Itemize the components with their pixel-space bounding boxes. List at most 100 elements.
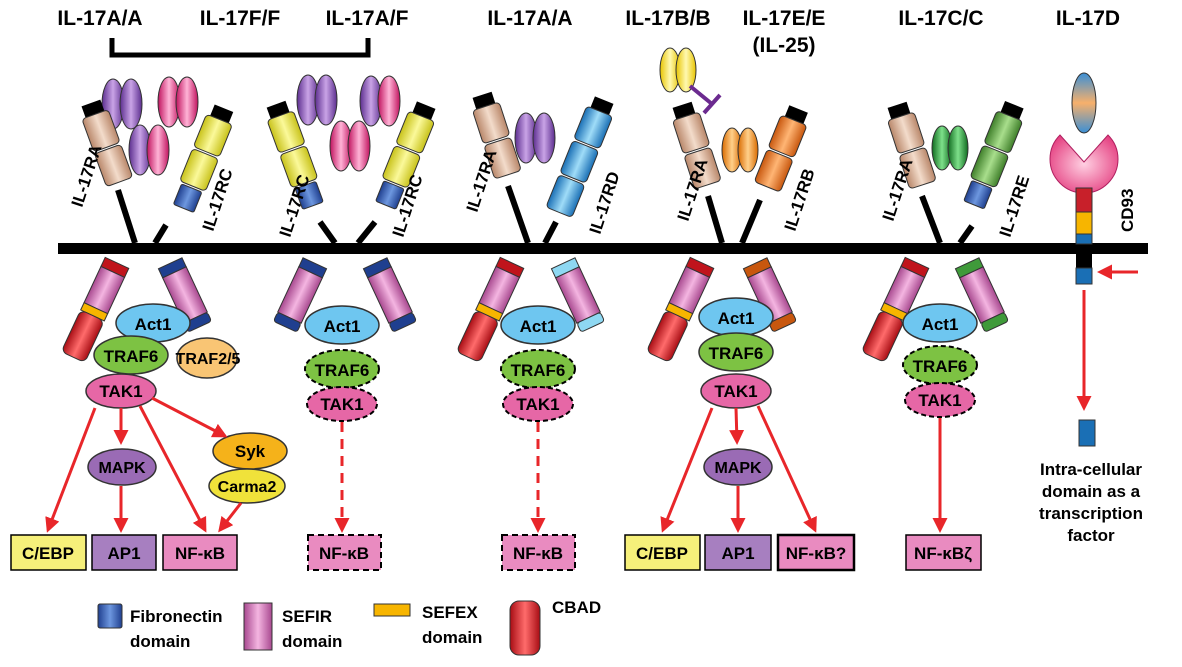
act1-label: Act1 (135, 315, 172, 334)
receptor-label-il17ra-3: IL-17RA (674, 156, 712, 223)
legend-fibronectin-swatch (97, 603, 123, 629)
output-cebp-1-label: C/EBP (22, 544, 74, 563)
complex-ra-re: IL-17RA IL-17RE (879, 100, 1034, 245)
syk-label: Syk (235, 442, 266, 461)
receptor-label-cd93: CD93 (1118, 189, 1137, 232)
label-il17bb: IL-17B/B (625, 7, 710, 30)
complex-ra-rd: IL-17RA IL-17RD (463, 91, 624, 245)
legend-fibronectin-line-2: domain (130, 632, 190, 651)
mapk-label-4: MAPK (714, 460, 762, 477)
legend-sefex-line-2: domain (422, 628, 482, 647)
cd93-note-line-1: Intra-cellular (1040, 460, 1142, 479)
label-il17ee: IL-17E/E (743, 7, 826, 30)
output-ap1-2 (704, 534, 772, 571)
label-il17aa-2: IL-17A/A (487, 7, 572, 30)
tak1-node-5 (904, 382, 976, 418)
act1-node-2 (304, 305, 380, 345)
mapk-node-4 (703, 448, 773, 486)
legend-sefex-line-1: SEFEX (422, 603, 478, 622)
cd93-receptor: CD93 Intra-cellular domain as a transcri… (1039, 72, 1143, 545)
inhibition-mark (688, 84, 722, 115)
output-nfkb-3 (501, 534, 576, 571)
pathway-2: Act1 TRAF6 TAK1 NF-κB (304, 305, 382, 571)
pathway-3: Act1 TRAF6 TAK1 NF-κB (500, 305, 576, 571)
complex-ra-rb: IL-17RA IL-17RB (659, 47, 819, 245)
output-nfkbz (905, 534, 982, 571)
traf25-node (176, 337, 238, 379)
output-nfkb-3-label: NF-κB (513, 544, 563, 563)
mapk-label: MAPK (98, 460, 146, 477)
pathway-5: Act1 TRAF6 TAK1 NF-κBζ (902, 303, 982, 571)
legend-fibronectin-line-1: Fibronectin (130, 607, 223, 626)
label-il17d: IL-17D (1056, 7, 1120, 30)
label-il17ff: IL-17F/F (200, 7, 281, 30)
legend-sefex-swatch (373, 603, 411, 617)
act1-label-4: Act1 (718, 309, 755, 328)
receptor-label-il17rd: IL-17RD (586, 169, 624, 236)
complex-rc-rc: IL-17RC IL-17RC (266, 74, 436, 245)
output-nfkb-1-label: NF-κB (175, 544, 225, 563)
traf6-node-3 (500, 349, 576, 389)
tak1-label-4: TAK1 (714, 382, 757, 401)
label-il17af: IL-17A/F (326, 7, 409, 30)
legend-cbad-swatch (509, 600, 541, 656)
label-il25: (IL-25) (753, 34, 816, 57)
tak1-node-2 (306, 386, 378, 422)
complex-ra-rc: IL-17RA IL-17RC (68, 76, 237, 245)
legend: Fibronectin domain SEFIR domain SEFEX do… (97, 598, 601, 656)
label-il17cc: IL-17C/C (898, 7, 983, 30)
receptor-label-il17ra-4: IL-17RA (879, 156, 917, 223)
tak1-label-2: TAK1 (320, 395, 363, 414)
receptor-label-il17ra-1: IL-17RA (68, 142, 106, 209)
receptor-label-il17ra-2: IL-17RA (463, 147, 501, 214)
tak1-label-5: TAK1 (918, 391, 961, 410)
label-il17aa-1: IL-17A/A (57, 7, 142, 30)
cd93-note-line-3: transcription (1039, 504, 1143, 523)
traf6-label-5: TRAF6 (913, 357, 968, 376)
output-nfkbq (776, 533, 856, 572)
cell-membrane (58, 243, 1148, 254)
output-cebp-2 (624, 534, 701, 571)
output-ap1-1-label: AP1 (107, 544, 140, 563)
traf6-node-4 (698, 332, 774, 372)
receptor-label-il17re: IL-17RE (996, 173, 1034, 239)
carma2-label: Carma2 (218, 479, 277, 496)
act1-label-3: Act1 (520, 317, 557, 336)
traf25-label: TRAF2/5 (176, 351, 241, 368)
output-nfkb-2-label: NF-κB (319, 544, 369, 563)
tak1-label: TAK1 (99, 382, 142, 401)
traf6-label-4: TRAF6 (709, 344, 764, 363)
traf6-label-3: TRAF6 (511, 361, 566, 380)
cd93-note-line-4: factor (1067, 526, 1115, 545)
traf6-label-2: TRAF6 (315, 361, 370, 380)
legend-cbad-label: CBAD (552, 598, 601, 617)
act1-label-5: Act1 (922, 315, 959, 334)
carma2-node (208, 468, 286, 504)
tak1-node-3 (502, 386, 574, 422)
pathway-1: Act1 TRAF6 TRAF2/5 TAK1 MAPK Syk Carma2 … (10, 303, 288, 571)
legend-sefir-swatch (243, 602, 273, 651)
traf6-label: TRAF6 (104, 347, 159, 366)
cd93-note-line-2: domain as a (1042, 482, 1141, 501)
traf6-node-5 (902, 345, 978, 385)
output-ap1-2-label: AP1 (721, 544, 754, 563)
output-nfkbz-label: NF-κBζ (914, 544, 972, 563)
act1-label-2: Act1 (324, 317, 361, 336)
output-cebp-1 (10, 534, 87, 571)
output-cebp-2-label: C/EBP (636, 544, 688, 563)
intracellular-tails (62, 256, 1009, 362)
act1-node-5 (902, 303, 978, 343)
output-nfkb-2 (307, 534, 382, 571)
act1-node-3 (500, 305, 576, 345)
legend-sefir-line-1: SEFIR (282, 607, 332, 626)
output-nfkbq-label: NF-κB? (786, 544, 846, 563)
legend-sefir-line-2: domain (282, 632, 342, 651)
ligand-bracket (109, 38, 371, 58)
output-ap1-1 (91, 534, 157, 571)
tak1-label-3: TAK1 (516, 395, 559, 414)
output-nfkb-1 (162, 534, 238, 571)
pathway-4: Act1 TRAF6 TAK1 MAPK C/EBP AP1 NF-κB? (624, 297, 856, 572)
mapk-node (87, 448, 157, 486)
cleaved-intracellular-domain (1078, 419, 1096, 447)
